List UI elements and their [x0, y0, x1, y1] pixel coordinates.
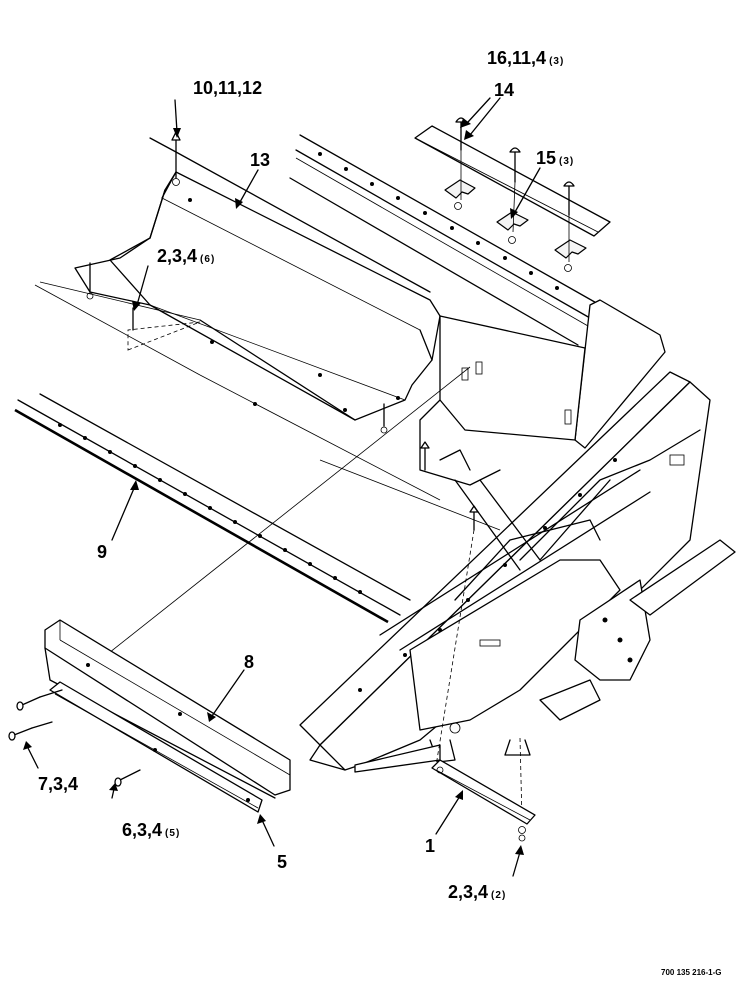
- bolt-group-16: [454, 117, 575, 272]
- strip-5: [49, 681, 263, 813]
- callout-16-11-4: 16,11,4(3): [487, 48, 564, 68]
- callout-6-3-4: 6,3,4(5): [122, 820, 180, 840]
- floor-bolts: [86, 262, 479, 531]
- drawing-code: 700 135 216-1-G: [661, 968, 722, 977]
- channel-8: [44, 619, 291, 799]
- callout-2-3-4-6: 2,3,4(6): [157, 246, 215, 266]
- callout-1: 1: [425, 836, 435, 856]
- trough-shield-13: [39, 171, 441, 421]
- callout-7-3-4: 7,3,4: [38, 774, 78, 794]
- main-housing: [299, 299, 736, 773]
- callout-5: 5: [277, 852, 287, 872]
- rivets: [8, 689, 141, 787]
- callout-9: 9: [97, 542, 107, 562]
- bracket-1: [431, 759, 536, 842]
- strip-bar-14: [414, 125, 611, 237]
- callout-15: 15(3): [536, 148, 574, 168]
- callout-14: 14: [494, 80, 514, 100]
- rear-rail: [149, 134, 601, 346]
- callout-8: 8: [244, 652, 254, 672]
- callout-13: 13: [250, 150, 270, 170]
- front-rail-9: [14, 284, 411, 624]
- clip-15: [444, 179, 587, 259]
- callout-2-3-4-2: 2,3,4(2): [448, 882, 506, 902]
- bolt-10-11-12: [171, 131, 181, 186]
- callout-10-11-12: 10,11,12: [193, 78, 262, 98]
- leader-lines: [23, 97, 541, 877]
